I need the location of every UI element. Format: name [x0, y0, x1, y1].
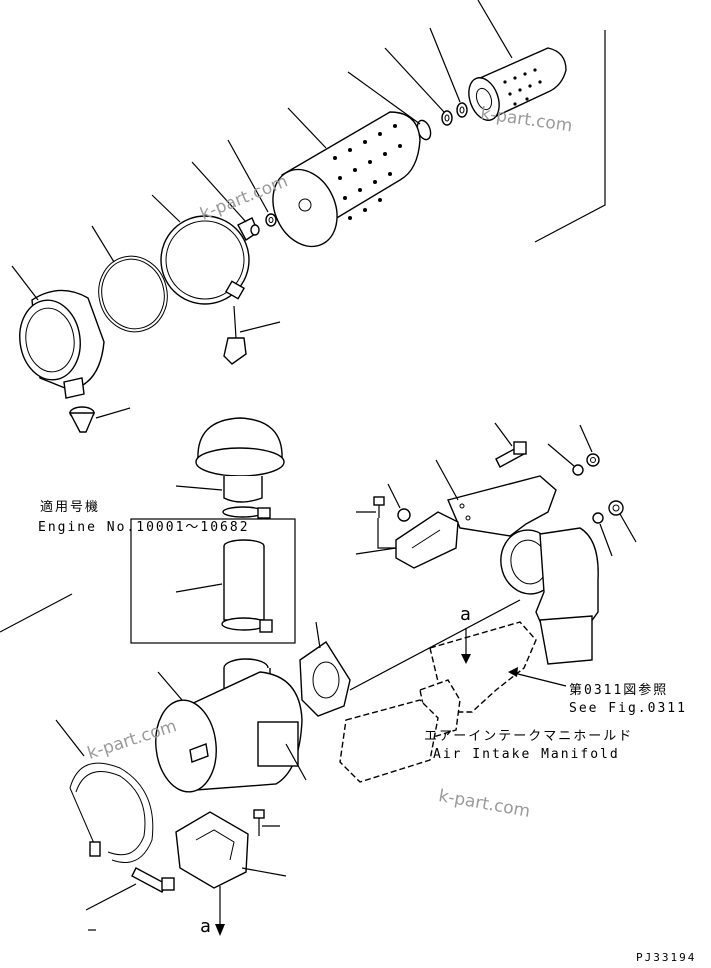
leader-nut-small-1 — [429, 27, 461, 103]
wing-nut — [237, 217, 260, 242]
leader-washer-bracket-2 — [599, 523, 613, 557]
nut-small-2 — [265, 213, 277, 227]
leader-mounting-bolt-lower — [85, 883, 137, 911]
leader-mounting-bracket — [355, 547, 397, 555]
manifold-label-en: Air Intake Manifold — [433, 747, 620, 762]
leader-band-clamp-lower — [55, 719, 85, 757]
variant-box — [130, 518, 296, 644]
leader-clamp-bolt — [239, 321, 281, 333]
see-fig-label-en: See Fig.0311 — [569, 701, 687, 716]
leader-safety-element — [477, 0, 513, 59]
nut-bracket-1 — [586, 453, 600, 467]
leader-intake-pipe — [175, 583, 223, 593]
cleaner-bracket — [175, 811, 249, 889]
support-plate — [447, 475, 557, 537]
view-a-top-label: a — [460, 604, 473, 625]
engine-range-label: Engine No.10001～10682 — [38, 520, 250, 535]
intake-elbow — [500, 527, 599, 665]
intake-manifold — [339, 621, 537, 783]
leader-air-cleaner-body — [157, 671, 183, 701]
washer-bracket-2 — [592, 512, 604, 524]
leader-support-plate — [435, 459, 459, 501]
o-ring — [98, 255, 168, 333]
band-clamp-upper — [160, 215, 250, 305]
leader-o-ring — [91, 225, 115, 263]
leader-nut-bracket-2 — [619, 513, 637, 543]
intake-pipe — [221, 539, 273, 633]
nut-small-1 — [456, 102, 468, 118]
clamp-bolt — [223, 305, 247, 365]
leader-bracket-bolt-upper — [494, 422, 513, 447]
applicable-label-jp: 適用号機 — [40, 500, 101, 515]
leader-flange-gasket — [315, 621, 321, 649]
leader-name-plate — [285, 743, 307, 781]
air-cleaner-body — [155, 658, 303, 793]
leader-band-clamp-upper — [151, 194, 181, 223]
nut-left — [397, 508, 411, 522]
alignment-line-gasket — [349, 599, 521, 691]
leader-dust-cover — [11, 265, 39, 301]
group-bracket-lower — [0, 593, 73, 633]
leader-see-fig — [509, 671, 567, 687]
safety-element — [468, 47, 567, 122]
leader-nut-small-2 — [227, 139, 269, 213]
leader-primary-element — [287, 107, 327, 149]
see-fig-label-jp: 第0311図参照 — [569, 683, 669, 698]
bracket-bolt-lower — [253, 809, 265, 836]
leader-wing-nut — [191, 161, 247, 223]
washer-small-1 — [441, 110, 453, 126]
nut-bracket-2 — [608, 500, 624, 516]
band-clamp-lower — [69, 762, 154, 863]
leader-nut-bracket-1 — [579, 424, 593, 453]
mounting-bracket — [395, 511, 459, 569]
precleaner-cap — [195, 417, 285, 519]
drawing-number: PJ33194 — [636, 951, 697, 964]
leader-seal-ring — [347, 71, 421, 125]
washer-bracket-1 — [572, 464, 584, 476]
primary-element — [272, 111, 421, 248]
leader-evacuator-valve — [95, 407, 131, 419]
leader-nut-left — [387, 483, 401, 509]
leader-cleaner-bracket — [241, 867, 287, 877]
dust-cover — [19, 289, 105, 399]
leader-washer-small-1 — [384, 47, 445, 113]
bolt-left — [373, 496, 385, 518]
mounting-bolt-lower — [131, 867, 175, 893]
view-a-bottom-label: a — [200, 916, 213, 937]
leader-precleaner-cap — [175, 485, 223, 491]
flange-gasket — [299, 641, 351, 717]
bracket-bolt-upper — [495, 441, 527, 468]
evacuator-valve — [68, 406, 96, 433]
group-bracket-upper — [534, 30, 606, 243]
manifold-label-jp: エアーインテークマニホールド — [424, 729, 634, 744]
leader-washer-bracket-1 — [547, 443, 575, 467]
